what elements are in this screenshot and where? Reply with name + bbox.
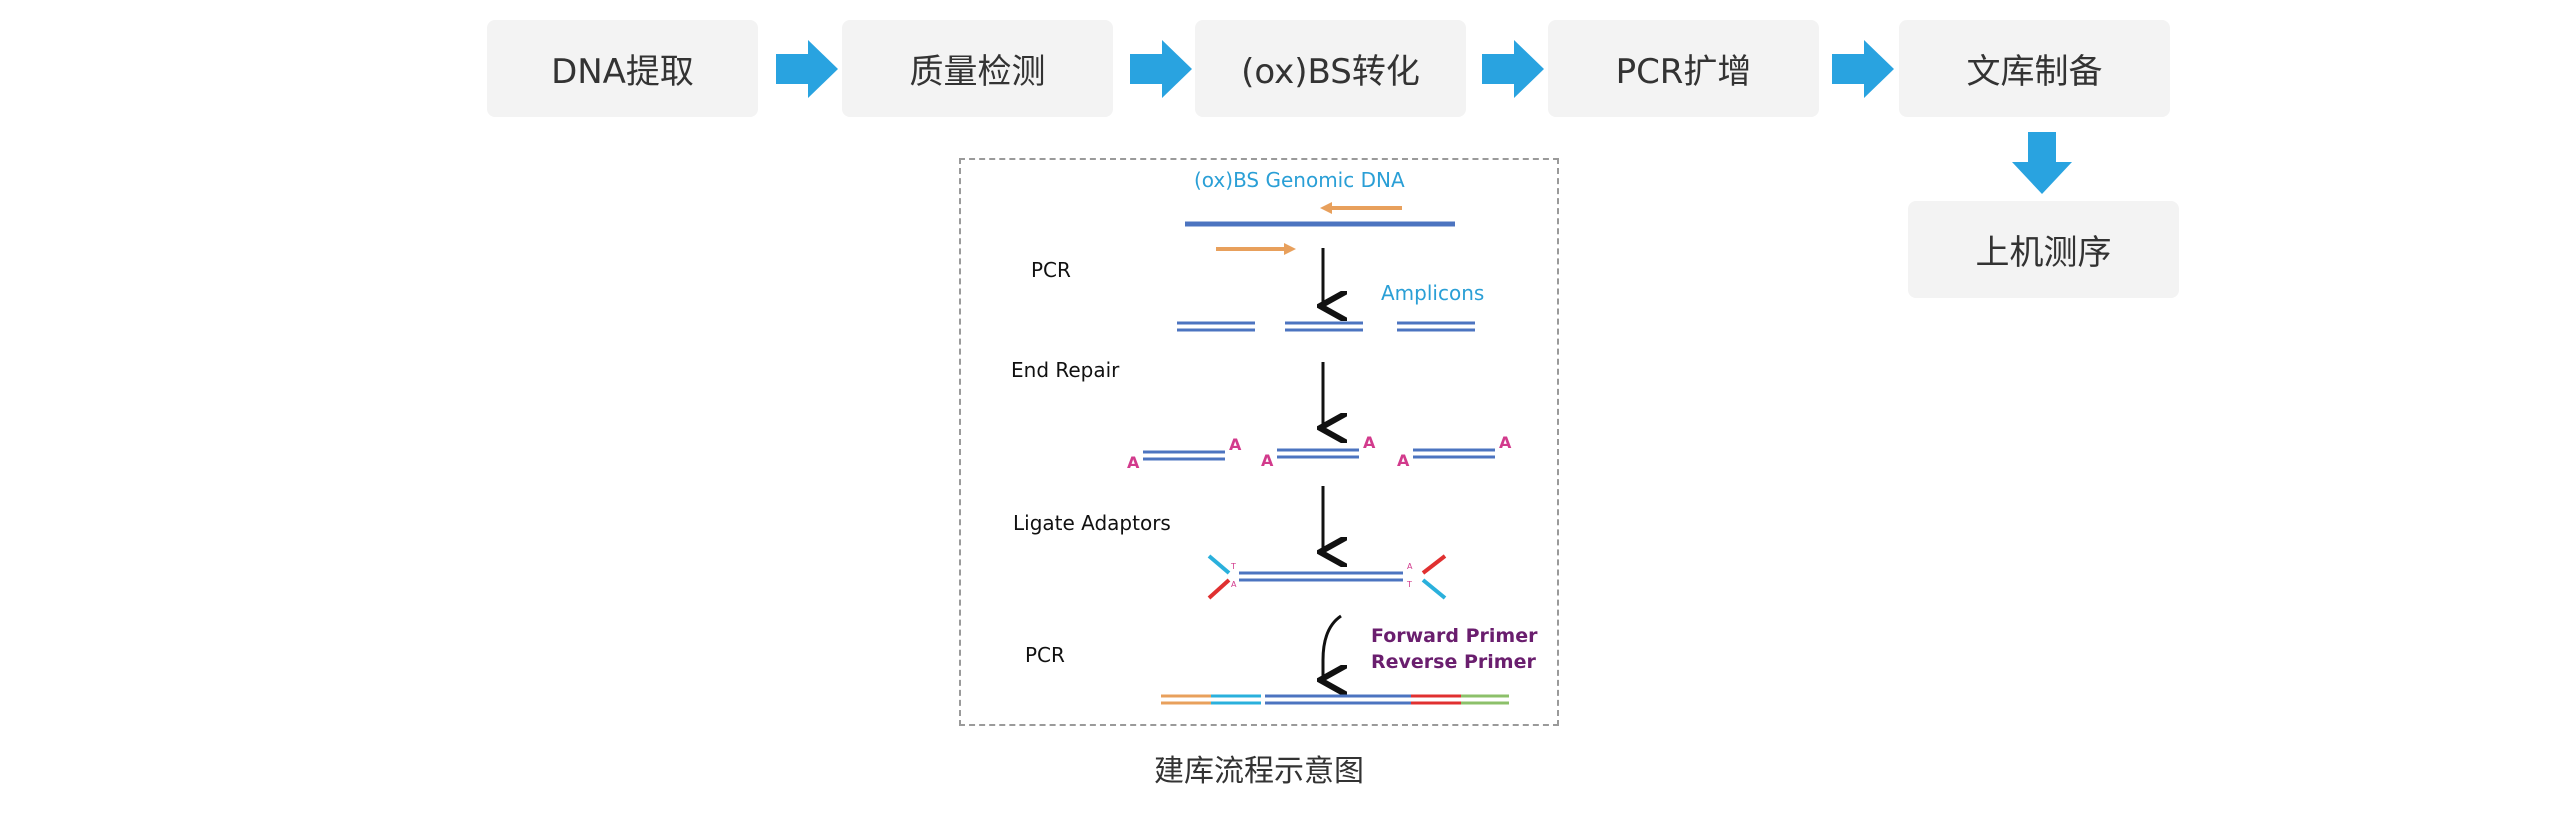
- amplicon-fragments: [1177, 321, 1475, 332]
- stage-label-ligate-adaptors: Ligate Adaptors: [1013, 511, 1171, 535]
- stage-label-end-repair: End Repair: [1011, 358, 1120, 382]
- a-tail-label: A: [1363, 433, 1376, 452]
- arrow-right-icon: [1832, 40, 1894, 98]
- a-tail-label: A: [1499, 433, 1512, 452]
- stage-label-pcr-2: PCR: [1025, 643, 1065, 667]
- forward-primer-label: Forward Primer: [1371, 625, 1538, 647]
- adapter-a-label: A: [1231, 580, 1237, 589]
- source-dna-label: (ox)BS Genomic DNA: [1194, 168, 1405, 192]
- a-tail-label: A: [1229, 435, 1242, 454]
- arrow-right-icon: [776, 40, 838, 98]
- stage-label-pcr: PCR: [1031, 258, 1071, 282]
- step-arrow-curved: [1323, 614, 1341, 680]
- a-tail-label: A: [1127, 453, 1140, 472]
- arrow-down-icon: [2012, 132, 2072, 194]
- library-construction-diagram: (ox)BS Genomic DNA PCR Amplicons End Rep…: [959, 158, 1559, 726]
- arrow-right-icon: [1130, 40, 1192, 98]
- step-pcr-amplification: PCR扩增: [1548, 20, 1819, 117]
- step-quality-check: 质量检测: [842, 20, 1113, 117]
- a-tail-label: A: [1397, 451, 1410, 470]
- reverse-primer-label: Reverse Primer: [1371, 651, 1536, 673]
- step-library-prep: 文库制备: [1899, 20, 2170, 117]
- diagram-caption: 建库流程示意图: [1154, 754, 1364, 789]
- amplicons-label: Amplicons: [1381, 281, 1484, 305]
- a-tail-label: A: [1261, 451, 1274, 470]
- final-library-fragment: [1161, 694, 1509, 705]
- arrow-right-icon: [1482, 40, 1544, 98]
- adapter-t-label: T: [1406, 580, 1412, 589]
- adapter-a-label: A: [1407, 562, 1413, 571]
- step-bs-conversion: (ox)BS转化: [1195, 20, 1466, 117]
- a-tailed-fragments: [1143, 448, 1495, 461]
- adapter-ligated-fragment: [1207, 554, 1447, 600]
- step-sequencing: 上机测序: [1908, 201, 2179, 298]
- step-dna-extraction: DNA提取: [487, 20, 758, 117]
- adapter-t-label: T: [1230, 562, 1236, 571]
